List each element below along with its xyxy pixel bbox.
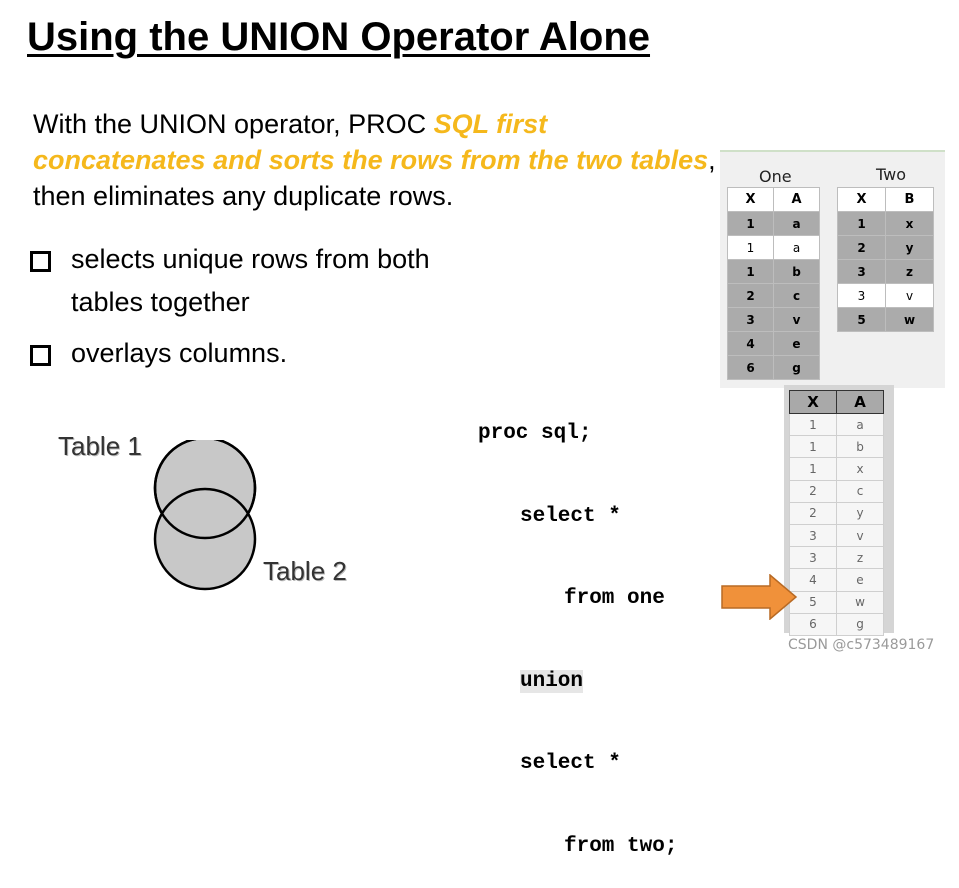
code-line: select * (520, 504, 621, 528)
table-cell: 3 (837, 259, 886, 284)
code-line: select * (520, 752, 621, 775)
table-cell: e (836, 568, 884, 592)
table-cell: w (885, 307, 934, 332)
table-cell: 1 (789, 412, 837, 437)
slide-title: Using the UNION Operator Alone (27, 15, 651, 59)
table-cell: 4 (727, 331, 774, 356)
code-line: proc sql; (478, 422, 592, 445)
venn-label-table1: Table 1 (58, 431, 142, 461)
table-cell: g (836, 612, 884, 636)
table-cell: z (885, 259, 934, 284)
column-header: X (727, 187, 774, 212)
table-cell: 2 (789, 501, 837, 525)
table-cell: 3 (789, 523, 837, 548)
intro-paragraph: With the UNION operator, PROC SQL first … (33, 106, 723, 214)
table-two-caption: Two (876, 165, 906, 184)
table-cell: w (836, 590, 884, 614)
bullet-item: overlays columns. (30, 332, 390, 377)
code-line: from two; (564, 834, 678, 858)
table-one-caption: One (759, 167, 792, 186)
code-line: from one (564, 587, 665, 610)
table-cell: 3 (789, 546, 837, 570)
table-cell: 1 (727, 235, 774, 260)
sql-code-block: proc sql; select * from one union select… (478, 365, 677, 888)
table-cell: 6 (789, 612, 837, 636)
table-cell: 5 (837, 307, 886, 332)
square-bullet-icon (30, 345, 51, 366)
table-cell: b (836, 435, 884, 459)
table-cell: v (885, 283, 934, 308)
table-cell: y (836, 501, 884, 525)
table-cell: 1 (837, 211, 886, 236)
column-header: X (837, 187, 886, 212)
table-cell: 2 (727, 283, 774, 308)
arrow-icon (721, 574, 798, 620)
intro-text-end: , then eliminates any duplicate rows. (33, 145, 716, 211)
intro-text-start: With the UNION operator, PROC (33, 109, 434, 139)
table-cell: e (773, 331, 820, 356)
intro-highlight: SQL first concatenates and sorts the row… (33, 109, 709, 175)
table-cell: x (885, 211, 934, 236)
table-cell: x (836, 457, 884, 481)
table-cell: b (773, 259, 820, 284)
column-header: A (773, 187, 820, 212)
table-cell: a (836, 412, 884, 437)
code-line: union (520, 669, 584, 693)
table-cell: 1 (727, 211, 774, 236)
table-cell: c (836, 479, 884, 503)
bullet-text: overlays columns. (71, 338, 288, 368)
venn-label-table2: Table 2 (263, 556, 347, 586)
table-cell: 1 (789, 435, 837, 459)
table-cell: 3 (837, 283, 886, 308)
venn-diagram (153, 440, 257, 591)
column-header: X (789, 390, 837, 414)
table-cell: y (885, 235, 934, 260)
table-cell: 3 (727, 307, 774, 332)
table-cell: a (773, 211, 820, 236)
watermark: CSDN @c573489167 (788, 637, 935, 653)
square-bullet-icon (30, 251, 51, 272)
table-cell: v (773, 307, 820, 332)
table-cell: v (836, 523, 884, 548)
table-cell: 1 (727, 259, 774, 284)
table-cell: a (773, 235, 820, 260)
table-cell: z (836, 546, 884, 570)
column-header: A (836, 390, 884, 414)
table-cell: g (773, 355, 820, 380)
table-cell: 6 (727, 355, 774, 380)
table-cell: 1 (789, 457, 837, 481)
table-cell: 2 (837, 235, 886, 260)
table-cell: 2 (789, 479, 837, 503)
column-header: B (885, 187, 934, 212)
venn-circle-outline (153, 440, 257, 540)
table-cell: c (773, 283, 820, 308)
